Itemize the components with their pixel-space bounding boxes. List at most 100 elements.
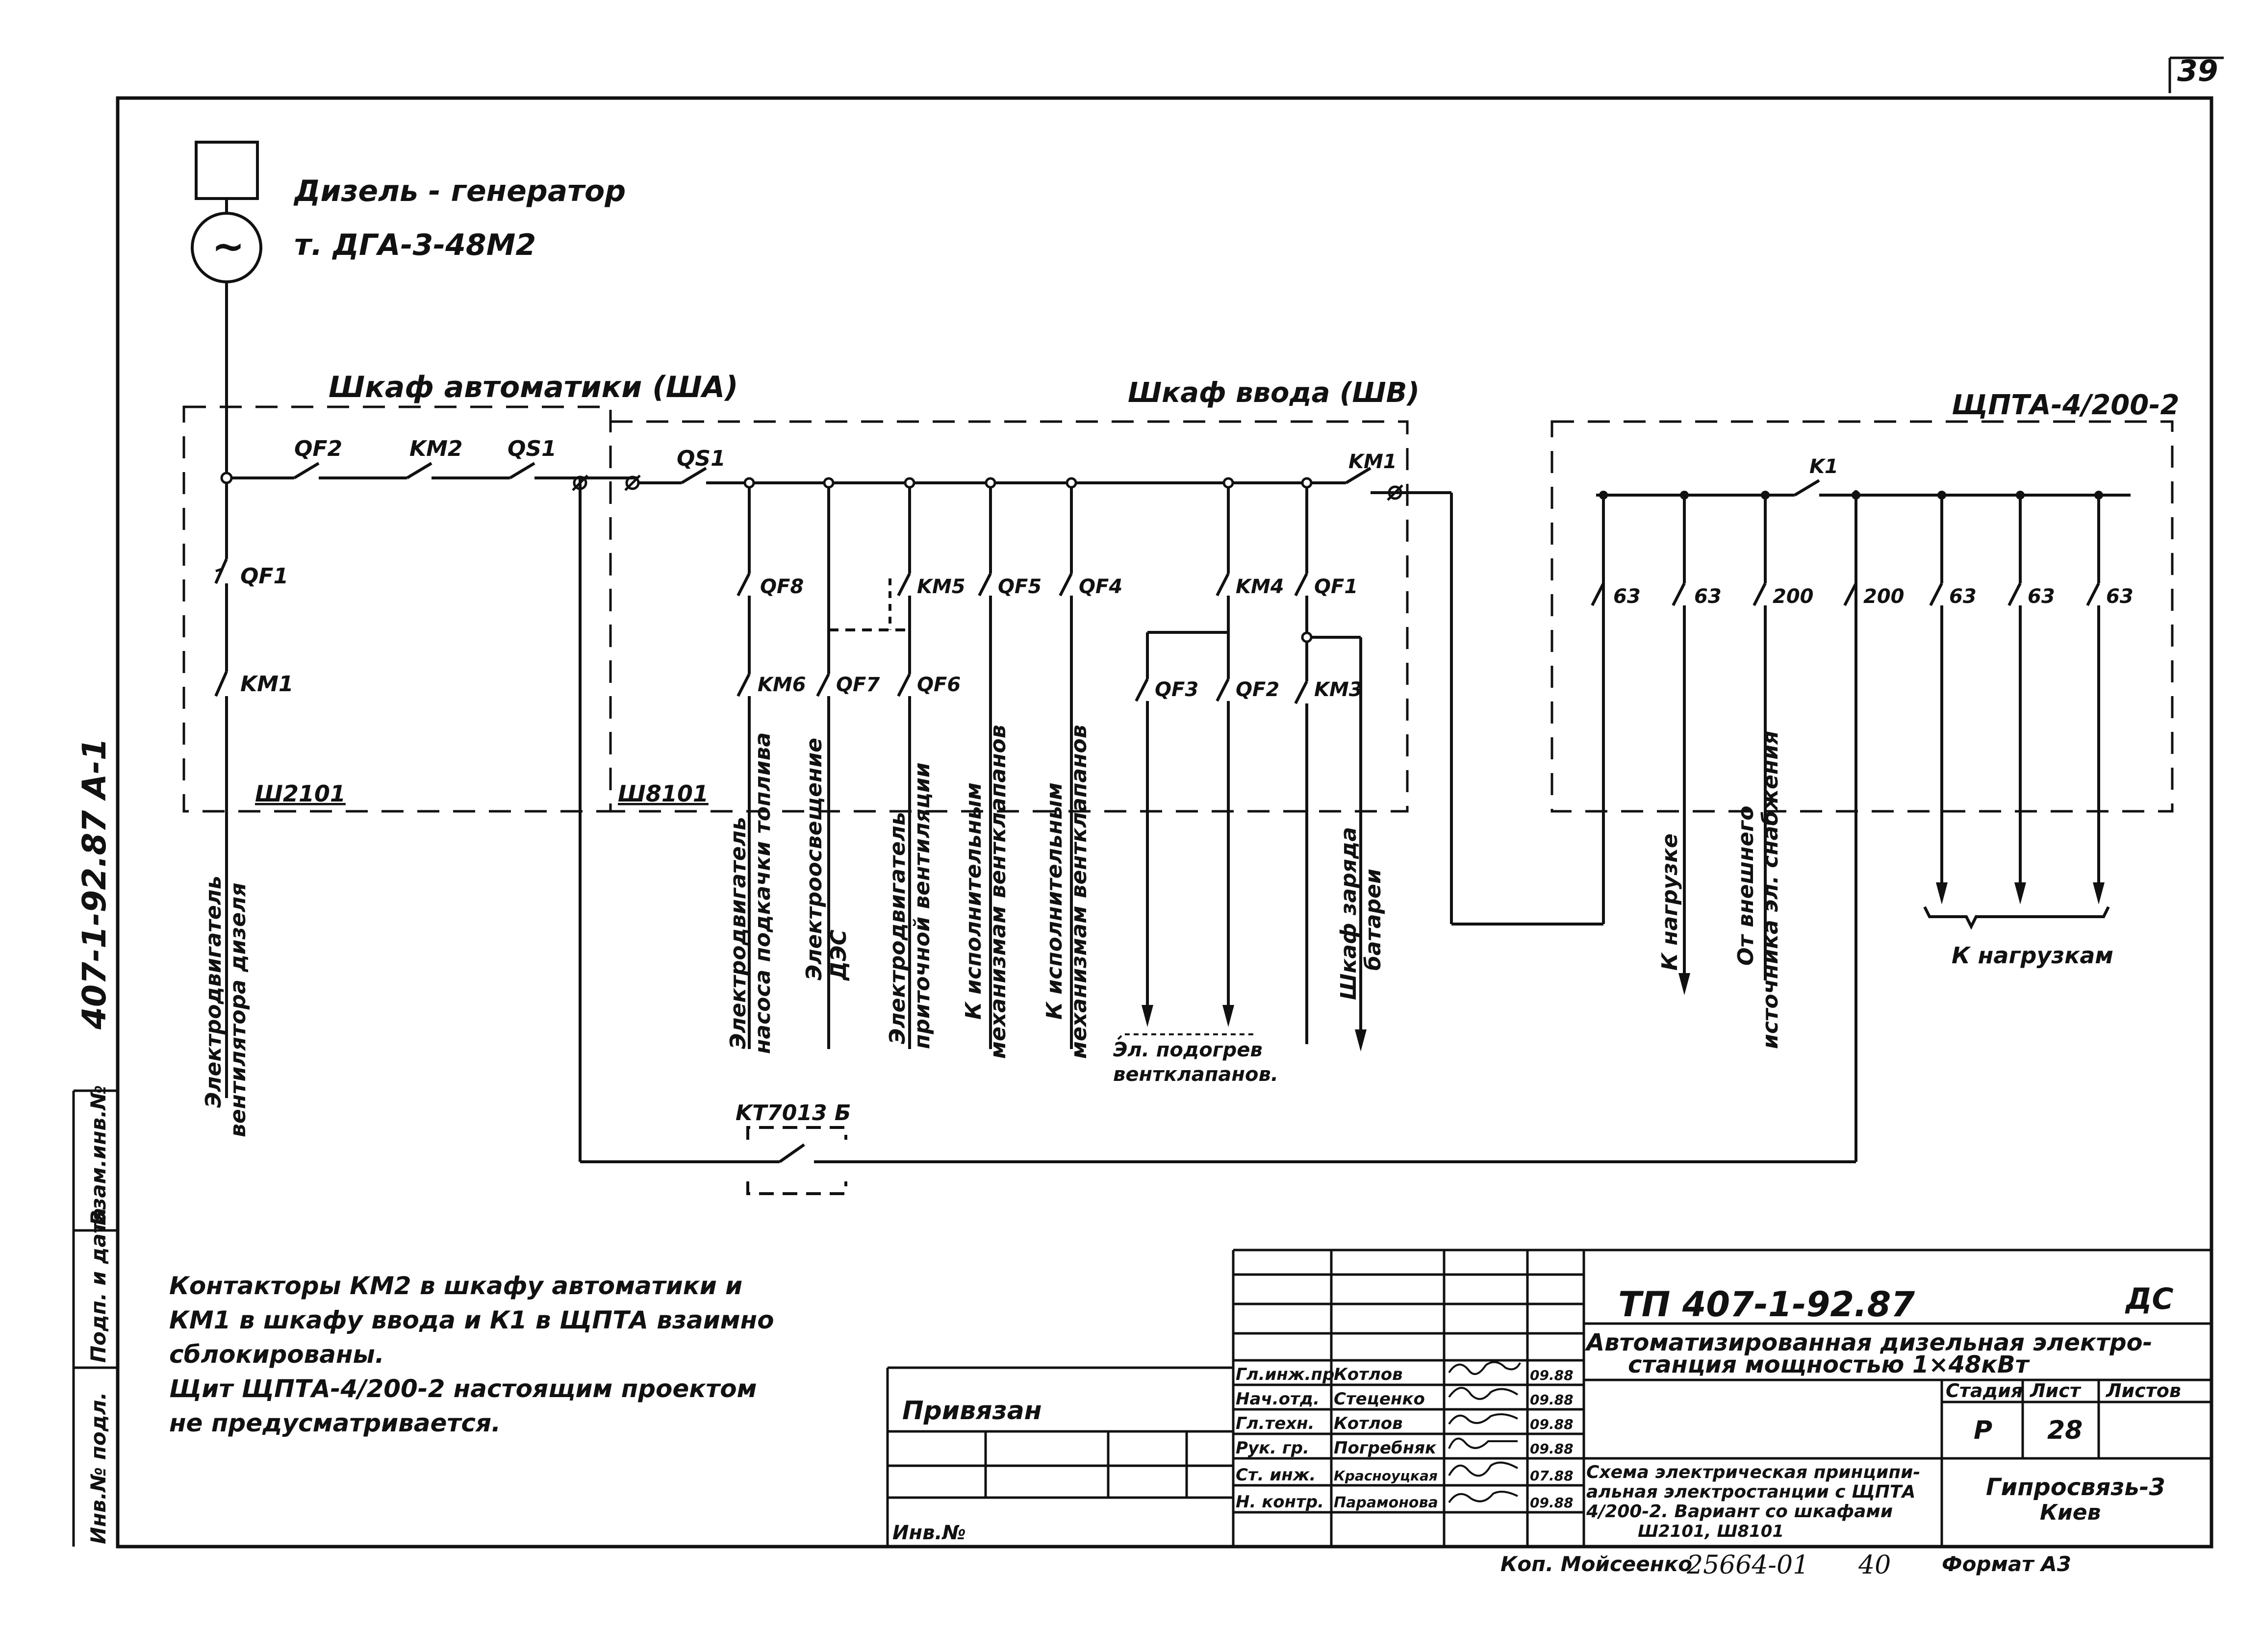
footer-sheet-no: 40 (1858, 1551, 1891, 1580)
col-sheets: Листов (2106, 1380, 2181, 1402)
qs1-label-a: QS1 (508, 436, 557, 461)
generator-name: Дизель - генератор (293, 174, 626, 208)
drawing-title-1: Схема электрическая принципи- (1586, 1462, 1920, 1482)
f4-l2: приточной вентиляции (910, 762, 935, 1049)
qf5-label: QF5 (998, 576, 1042, 598)
f7-l2: вентклапанов. (1113, 1063, 1278, 1086)
staff-name-6: Парамонова (1334, 1494, 1438, 1511)
shv-title: Шкаф ввода (ШВ) (1128, 377, 1420, 409)
ac-symbol: ~ (212, 224, 245, 269)
f11-l1: К нагрузкам (1952, 942, 2113, 969)
f7-l1: Эл. подогрев (1113, 1039, 1263, 1061)
f2-l2: насоса подкачки топлива (750, 732, 775, 1054)
staff-role-5: Ст. инж. (1236, 1465, 1316, 1485)
f5-l1: К исполнительным (961, 782, 986, 1020)
left-stamp: Взам.инв.№ Подп. и дата Инв.№ подл. 407-… (72, 738, 118, 1547)
shv-outline (609, 420, 1409, 813)
side-doc-code: 407-1-92.87 A-1 (76, 738, 113, 1030)
bound-label: Привязан (902, 1396, 1042, 1426)
staff-date-6: 09.88 (1530, 1495, 1574, 1511)
qf2b-label: QF2 (1236, 678, 1279, 701)
qf4-label: QF4 (1079, 576, 1122, 598)
staff-name-1: Котлов (1334, 1365, 1403, 1384)
shv-terminal: Ш8101 (618, 780, 709, 807)
f6-l1: К исполнительным (1042, 782, 1067, 1020)
staff-role-6: Н. контр. (1236, 1492, 1324, 1512)
project-title-2: станция мощностью 1×48кВт (1628, 1351, 2031, 1378)
generator-type: т. ДГА-3-48М2 (294, 228, 536, 262)
note-4: Щит ЩПТА-4/200-2 настоящим проектом (169, 1375, 757, 1403)
f1-l1: Электродвигатель (201, 876, 226, 1108)
staff-role-4: Рук. гр. (1236, 1438, 1309, 1458)
rating-1: 63 (1613, 585, 1641, 608)
staff-role-1: Гл.инж.пр (1236, 1365, 1334, 1384)
rating-3: 200 (1773, 585, 1814, 608)
qf8-label: QF8 (760, 576, 804, 598)
km4-label: KM4 (1236, 576, 1284, 598)
qf1-label-b: QF1 (1314, 576, 1358, 598)
col-sheet: Лист (2030, 1380, 2082, 1402)
copy-number: 25664-01 (1686, 1551, 1809, 1580)
org-name: Гипросвязь-3 (1986, 1474, 2165, 1501)
qf1-label-a: QF1 (240, 564, 288, 589)
notes: Контакторы КМ2 в шкафу автоматики и КМ1 … (169, 1272, 774, 1437)
stamp-orig-inv: Инв.№ подл. (86, 1392, 110, 1544)
rating-4: 200 (1863, 585, 1905, 608)
project-title-1: Автоматизированная дизельная электро- (1584, 1329, 2153, 1356)
kt-relay (733, 1126, 847, 1195)
sha-title: Шкаф автоматики (ША) (329, 370, 738, 404)
km5-label: KM5 (917, 576, 965, 598)
stamp-sign-date: Подп. и дата (86, 1207, 110, 1363)
stamp-replaced-inv: Взам.инв.№ (86, 1085, 110, 1226)
staff-list: Гл.инж.пр Котлов 09.88 Нач.отд. Стеценко… (1236, 1365, 1574, 1512)
f5-l2: механизмам вентклапанов (986, 725, 1011, 1059)
km1-input-label: KM1 (1348, 451, 1397, 473)
rating-7: 63 (2106, 585, 2134, 608)
f10-l2: источника эл. снабжения (1758, 731, 1783, 1049)
rating-5: 63 (1949, 585, 1977, 608)
f9-l1: К нагрузке (1657, 833, 1682, 971)
staff-date-1: 09.88 (1530, 1367, 1574, 1383)
generator-box (195, 141, 259, 200)
staff-date-3: 09.88 (1530, 1416, 1574, 1432)
km6-label: KM6 (758, 674, 806, 696)
note-1: Контакторы КМ2 в шкафу автоматики и (169, 1272, 742, 1300)
note-5: не предусматривается. (169, 1409, 501, 1437)
drawing-title-4: Ш2101, Ш8101 (1638, 1522, 1784, 1541)
staff-name-4: Погребняк (1334, 1438, 1437, 1458)
km3-label: KM3 (1314, 678, 1363, 701)
shpta-wiring (1591, 479, 2131, 985)
sheet-value: 28 (2047, 1416, 2083, 1445)
f4-l1: Электродвигатель (885, 812, 910, 1044)
f3-l1: Электроосвещение (802, 738, 827, 980)
qf3-label: QF3 (1155, 678, 1198, 701)
staff-date-4: 09.88 (1530, 1441, 1574, 1457)
sha-outline (182, 405, 612, 813)
diesel-generator: ~ Дизель - генератор т. ДГА-3-48М2 (191, 141, 626, 478)
doc-mark: ДС (2125, 1282, 2173, 1316)
title-block (886, 1249, 2211, 1547)
shpta-outline (1550, 420, 2174, 813)
f3-l2: ДЭС (826, 929, 851, 981)
col-stage: Стадия (1946, 1380, 2023, 1402)
doc-code: ТП 407-1-92.87 (1618, 1284, 1915, 1325)
staff-role-3: Гл.техн. (1236, 1414, 1315, 1433)
qf2-label: QF2 (294, 436, 342, 461)
feeder-labels: Электродвигатель вентилятора дизеля Элек… (201, 725, 1783, 1137)
shpta-title: ЩПТА-4/200-2 (1952, 389, 2179, 421)
qs1-label-b: QS1 (677, 446, 726, 471)
inv-label: Инв.№ (892, 1522, 966, 1544)
stage-value: Р (1974, 1416, 1992, 1445)
staff-date-2: 09.88 (1530, 1392, 1574, 1408)
drawing-title-2: альная электростанции с ЩПТА (1586, 1482, 1915, 1502)
f2-l1: Электродвигатель (726, 817, 751, 1049)
drawing-frame (116, 96, 2213, 1549)
staff-role-2: Нач.отд. (1236, 1389, 1320, 1409)
f8-l2: батареи (1361, 869, 1386, 971)
staff-name-3: Котлов (1334, 1414, 1403, 1433)
shv-wiring (637, 467, 1605, 1049)
staff-date-5: 07.88 (1530, 1468, 1574, 1484)
page-number: 39 (2177, 54, 2218, 88)
drawing-title-3: 4/200-2. Вариант со шкафами (1586, 1502, 1893, 1522)
